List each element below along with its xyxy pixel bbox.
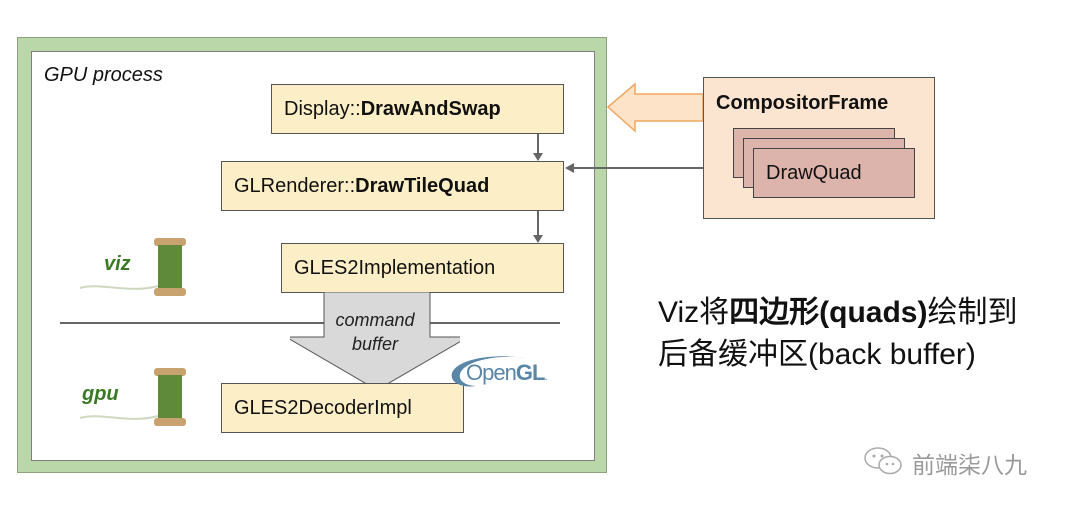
gpu-process-title: GPU process [44, 64, 163, 86]
wechat-icon [864, 447, 902, 475]
renderer-method: DrawTileQuad [355, 174, 490, 197]
opengl-swoosh-icon [451, 356, 526, 387]
gles2-decoder-impl-box: GLES2DecoderImpl [221, 383, 464, 433]
gpu-spool-icon [79, 368, 186, 426]
draw-quad-label: DrawQuad [766, 161, 862, 184]
opengl-text-bold: GL [515, 360, 546, 385]
caption-line2: 后备缓冲区(back buffer) [658, 338, 976, 371]
watermark-text: 前端柒八九 [912, 452, 1027, 478]
opengl-text: Open [466, 360, 517, 385]
caption-part-a: Viz将 [658, 296, 730, 329]
compositor-frame-submit-arrow [606, 82, 704, 133]
arrow-head-3 [565, 163, 574, 173]
draw-quad-box: DrawQuad [753, 148, 915, 198]
display-draw-and-swap-box: Display::DrawAndSwap [271, 84, 564, 134]
opengl-dot: . [544, 369, 548, 383]
caption-part-c: 绘制到 [927, 296, 1018, 329]
thread-separator-line [60, 322, 560, 324]
viz-thread-label: viz [104, 253, 131, 275]
gpu-thread-label: gpu [82, 383, 119, 405]
caption: Viz将四边形(quads)绘制到 后备缓冲区(back buffer) [658, 292, 1017, 376]
display-method: DrawAndSwap [360, 97, 501, 120]
gles2-decoder-label: GLES2DecoderImpl [234, 396, 412, 419]
display-prefix: Display:: [284, 97, 361, 120]
compositor-frame-title: CompositorFrame [716, 92, 889, 114]
renderer-prefix: GLRenderer:: [234, 174, 356, 197]
arrow-head-2 [533, 235, 543, 243]
viz-spool-icon [79, 238, 186, 296]
opengl-logo: OpenGL. [446, 350, 566, 390]
command-buffer-label: command buffer [310, 308, 440, 356]
command-buffer-arrow [290, 292, 460, 391]
caption-line1: Viz将四边形(quads)绘制到 [658, 292, 1017, 334]
caption-part-b: 四边形(quads) [729, 296, 928, 329]
command-buffer-line2: buffer [351, 334, 399, 354]
gles2-implementation-label: GLES2Implementation [294, 256, 496, 279]
gles2-implementation-box: GLES2Implementation [281, 243, 564, 293]
arrow-head-1 [533, 153, 543, 161]
command-buffer-line1: command [335, 310, 415, 330]
glrenderer-draw-tile-quad-box: GLRenderer::DrawTileQuad [221, 161, 564, 211]
